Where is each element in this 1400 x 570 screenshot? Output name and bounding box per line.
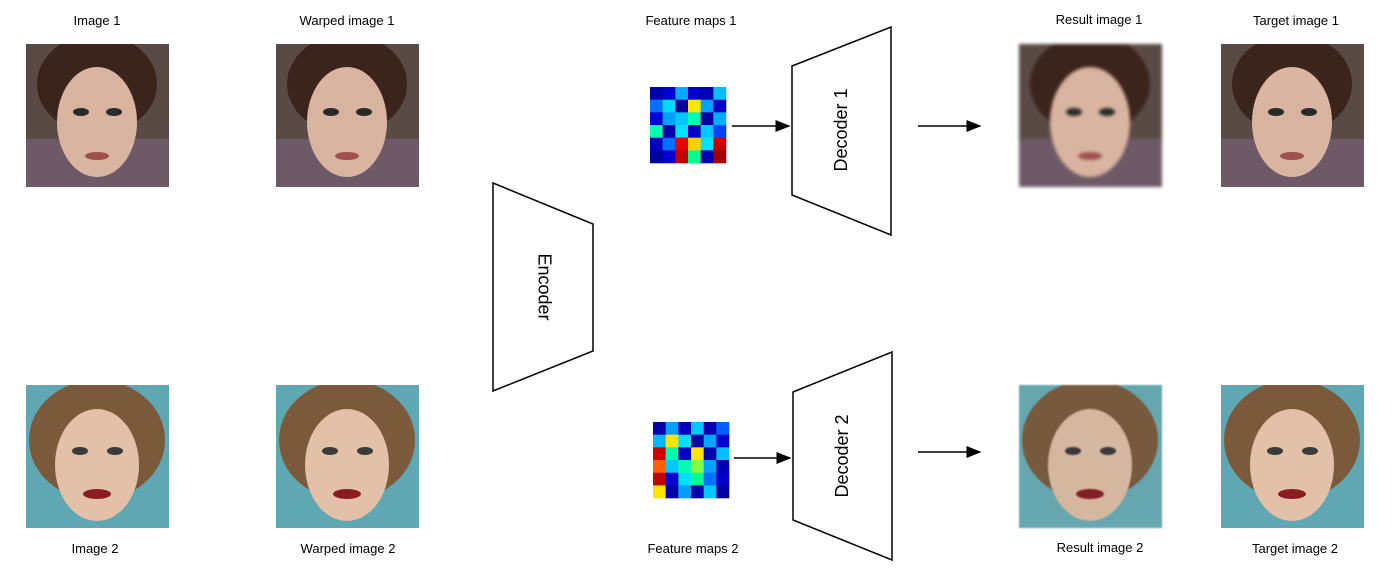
feature-cell [688, 150, 701, 164]
feature-cell [700, 112, 714, 126]
feature-cell [662, 137, 676, 151]
feature-cell [650, 87, 663, 100]
image2-label: Image 2 [71, 541, 119, 556]
feature-cell [678, 447, 692, 461]
feature-cell [650, 150, 663, 164]
feature-cell [713, 99, 727, 113]
feature-cell [650, 112, 663, 126]
feature-cell [691, 460, 704, 473]
feature-cell [653, 485, 666, 499]
feature-cell [662, 112, 676, 126]
warped2-label: Warped image 2 [300, 541, 396, 556]
feature-cell [703, 447, 717, 461]
feature-cell [678, 460, 692, 473]
feature-cell [675, 87, 689, 100]
feature-cell [675, 137, 689, 151]
decoder2-label: Decoder 2 [832, 414, 852, 497]
feature-cell [716, 472, 730, 486]
feature-cell [700, 150, 714, 164]
warped2-photo [276, 385, 419, 528]
feature-cell [665, 485, 679, 499]
feature-cell [662, 150, 676, 164]
feature-cell [700, 99, 714, 113]
feature-cell [650, 137, 663, 151]
feature-cell [700, 87, 714, 100]
feature-cell [691, 485, 704, 499]
feature-cell [678, 485, 692, 499]
feature-cell [703, 485, 717, 499]
result1-photo [1019, 44, 1162, 187]
feature-cell [688, 87, 701, 100]
decoder2-block [792, 350, 893, 562]
feature-cell [716, 447, 730, 461]
feature-cell [665, 434, 679, 448]
image1-label: Image 1 [73, 13, 121, 28]
feature-cell [653, 447, 666, 461]
feature-cell [716, 434, 730, 448]
feature-cell [678, 472, 692, 486]
encoder-label: Encoder [534, 253, 554, 320]
feature-cell [650, 125, 663, 138]
feature-cell [653, 434, 666, 448]
target2-photo [1221, 385, 1364, 528]
feature-cell [713, 125, 727, 138]
encoder-block [492, 181, 594, 393]
feature-cell [703, 460, 717, 473]
feature-cell [675, 125, 689, 138]
feature-cell [703, 472, 717, 486]
feature-cell [665, 447, 679, 461]
feature-cell [675, 150, 689, 164]
feature-cell [688, 112, 701, 126]
feature-cell [691, 422, 704, 435]
image2-photo [26, 385, 169, 528]
feature-cell [662, 87, 676, 100]
image1-photo [26, 44, 169, 187]
decoder1-label: Decoder 1 [831, 88, 851, 171]
feature-cell [662, 125, 676, 138]
feature-cell [653, 460, 666, 473]
feature-cell [688, 125, 701, 138]
result2-label: Result image 2 [1056, 540, 1144, 555]
feature-cell [688, 137, 701, 151]
feature-cell [691, 434, 704, 448]
feature-cell [713, 87, 727, 100]
result2-photo [1019, 385, 1162, 528]
feature-cell [665, 472, 679, 486]
target1-photo [1221, 44, 1364, 187]
feature-cell [716, 422, 730, 435]
feature-cell [665, 460, 679, 473]
feature-cell [678, 434, 692, 448]
feature-cell [688, 99, 701, 113]
warped1-label: Warped image 1 [299, 13, 395, 28]
feature-cell [700, 137, 714, 151]
feature-map-2 [653, 422, 730, 499]
feature-cell [716, 485, 730, 499]
feature-cell [665, 422, 679, 435]
features2-label: Feature maps 2 [647, 541, 739, 556]
feature-cell [703, 434, 717, 448]
features1-label: Feature maps 1 [645, 13, 737, 28]
warped1-photo [276, 44, 419, 187]
feature-cell [700, 125, 714, 138]
feature-cell [703, 422, 717, 435]
feature-cell [650, 99, 663, 113]
feature-cell [675, 112, 689, 126]
feature-cell [653, 472, 666, 486]
feature-cell [713, 112, 727, 126]
feature-cell [653, 422, 666, 435]
feature-cell [675, 99, 689, 113]
feature-cell [678, 422, 692, 435]
feature-cell [713, 150, 727, 164]
feature-cell [691, 447, 704, 461]
feature-cell [713, 137, 727, 151]
feature-map-1 [650, 87, 727, 164]
target2-label: Target image 2 [1252, 541, 1338, 556]
target1-label: Target image 1 [1253, 13, 1339, 28]
feature-cell [662, 99, 676, 113]
result1-label: Result image 1 [1055, 12, 1143, 27]
feature-cell [716, 460, 730, 473]
feature-cell [691, 472, 704, 486]
decoder1-block [791, 25, 892, 237]
